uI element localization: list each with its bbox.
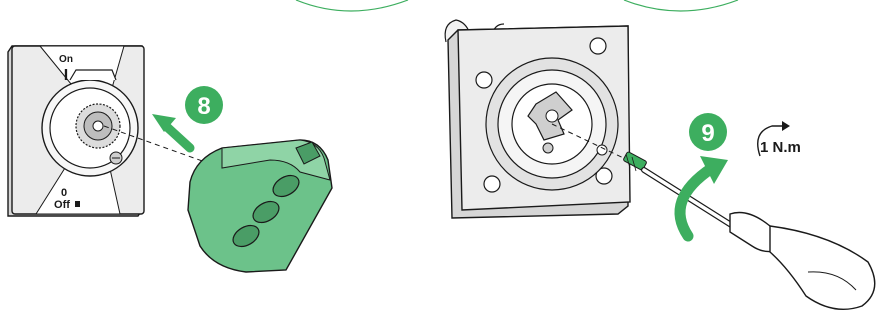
svg-text:8: 8: [197, 93, 210, 120]
screwdriver: [644, 170, 875, 309]
svg-text:9: 9: [701, 120, 714, 147]
step-9-badge: 9: [689, 113, 727, 151]
top-arc-right: [624, 0, 738, 11]
on-symbol: I: [64, 67, 68, 84]
rotation-arrow: [680, 156, 728, 236]
lock-icon: [75, 201, 80, 207]
torque-value: 1 N.m: [760, 139, 801, 156]
off-symbol: 0: [61, 187, 67, 199]
insert-arrow: [152, 114, 190, 148]
green-handle: [188, 140, 332, 272]
top-arc-left: [296, 0, 408, 11]
off-label: Off: [54, 199, 70, 211]
on-label: On: [59, 54, 73, 65]
torque-indicator: 1 N.m: [758, 121, 801, 156]
step-8-badge: 8: [185, 86, 223, 124]
mounting-plate: [445, 20, 636, 218]
